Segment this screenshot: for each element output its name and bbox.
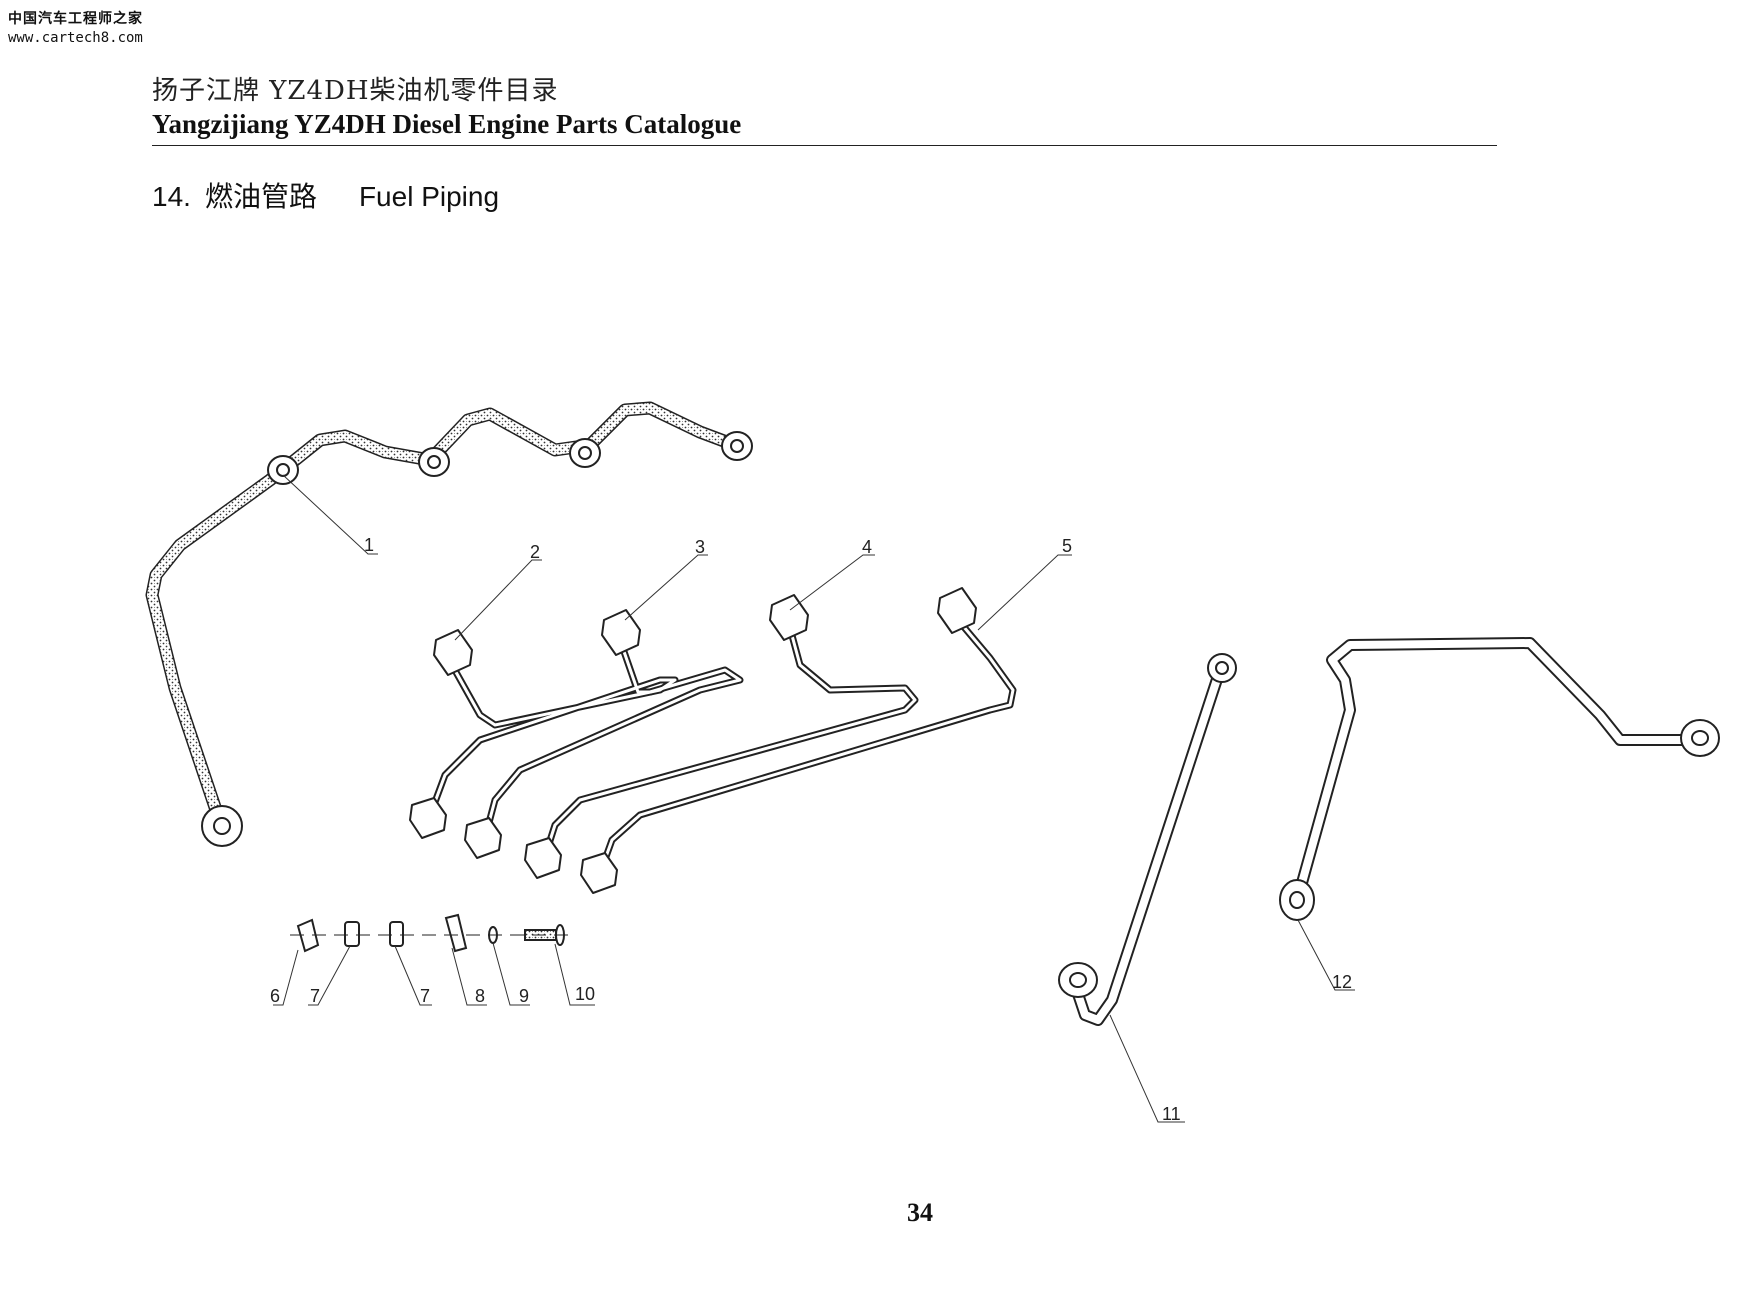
callout-11: 11 bbox=[1162, 1104, 1181, 1124]
callout-5: 5 bbox=[1062, 536, 1072, 556]
section-title: 14. 燃油管路 Fuel Piping bbox=[152, 175, 513, 215]
section-number: 14. bbox=[152, 181, 191, 212]
callout-1: 1 bbox=[364, 535, 374, 555]
callout-3: 3 bbox=[695, 537, 705, 557]
header-rule bbox=[152, 145, 1497, 146]
pipe-nuts bbox=[409, 587, 977, 894]
section-title-cn: 燃油管路 bbox=[204, 181, 317, 212]
part-12-pipe bbox=[1279, 637, 1720, 921]
catalogue-title-en: Yangzijiang YZ4DH Diesel Engine Parts Ca… bbox=[152, 109, 742, 139]
callout-2: 2 bbox=[530, 542, 540, 562]
callout-7a: 7 bbox=[310, 986, 320, 1006]
watermark-url: www.cartech8.com bbox=[8, 30, 143, 46]
callout-9: 9 bbox=[519, 986, 529, 1006]
page-number: 34 bbox=[907, 1198, 933, 1227]
callout-4: 4 bbox=[862, 537, 872, 557]
part-11-pipe bbox=[1058, 653, 1237, 1026]
parts-6-10-hardware bbox=[290, 913, 575, 953]
callout-8: 8 bbox=[475, 986, 485, 1006]
callout-10: 10 bbox=[575, 984, 595, 1004]
section-title-en: Fuel Piping bbox=[358, 181, 500, 212]
watermark-site-name: 中国汽车工程师之家 bbox=[8, 11, 143, 27]
catalogue-title-cn: 扬子江牌 YZ4DH柴油机零件目录 bbox=[152, 76, 559, 106]
callout-6: 6 bbox=[270, 986, 280, 1006]
callout-12: 12 bbox=[1332, 972, 1352, 992]
watermark-logo: 中国汽车工程师之家 www.cartech8.com bbox=[8, 8, 143, 46]
part-1-banjo-eyes bbox=[201, 431, 753, 847]
callout-leaders bbox=[273, 474, 1355, 1123]
catalogue-header: 扬子江牌 YZ4DH柴油机零件目录 Yangzijiang YZ4DH Dies… bbox=[152, 70, 1497, 140]
part-1-return-pipe bbox=[145, 401, 753, 847]
callout-7b: 7 bbox=[420, 986, 430, 1006]
parts-2-5-injection-pipes bbox=[409, 587, 1017, 894]
